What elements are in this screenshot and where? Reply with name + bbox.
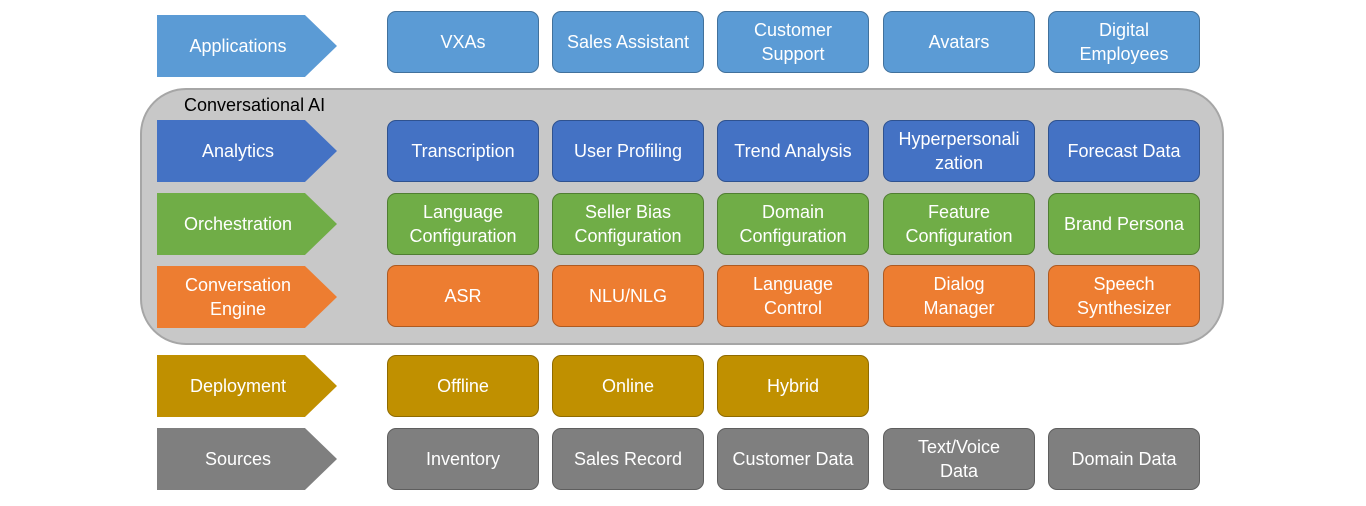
box-orchestration-1: Language Configuration xyxy=(387,193,539,255)
box-analytics-1: Transcription xyxy=(387,120,539,182)
row-arrow-conversation-engine: Conversation Engine xyxy=(157,266,337,328)
box-conversation-engine-2: NLU/NLG xyxy=(552,265,704,327)
row-label: Conversation Engine xyxy=(184,275,292,319)
box-applications-5: Digital Employees xyxy=(1048,11,1200,73)
box-conversation-engine-5: Speech Synthesizer xyxy=(1048,265,1200,327)
box-conversation-engine-1: ASR xyxy=(387,265,539,327)
row-label: Sources xyxy=(204,449,272,469)
box-applications-3: Customer Support xyxy=(717,11,869,73)
box-analytics-2: User Profiling xyxy=(552,120,704,182)
row-label: Orchestration xyxy=(183,214,293,234)
row-arrow-orchestration: Orchestration xyxy=(157,193,337,255)
row-arrow-applications: Applications xyxy=(157,15,337,77)
box-applications-2: Sales Assistant xyxy=(552,11,704,73)
box-analytics-3: Trend Analysis xyxy=(717,120,869,182)
box-conversation-engine-3: Language Control xyxy=(717,265,869,327)
box-sources-5: Domain Data xyxy=(1048,428,1200,490)
box-deployment-1: Offline xyxy=(387,355,539,417)
box-orchestration-2: Seller Bias Configuration xyxy=(552,193,704,255)
box-analytics-4: Hyperpersonali zation xyxy=(883,120,1035,182)
box-applications-1: VXAs xyxy=(387,11,539,73)
box-deployment-2: Online xyxy=(552,355,704,417)
box-orchestration-3: Domain Configuration xyxy=(717,193,869,255)
box-deployment-3: Hybrid xyxy=(717,355,869,417)
conversational-ai-label: Conversational AI xyxy=(184,95,326,115)
row-arrow-analytics: Analytics xyxy=(157,120,337,182)
box-applications-4: Avatars xyxy=(883,11,1035,73)
row-arrow-sources: Sources xyxy=(157,428,337,490)
box-analytics-5: Forecast Data xyxy=(1048,120,1200,182)
box-sources-1: Inventory xyxy=(387,428,539,490)
row-label: Applications xyxy=(189,36,287,56)
row-label: Deployment xyxy=(189,376,287,396)
box-sources-4: Text/Voice Data xyxy=(883,428,1035,490)
box-conversation-engine-4: Dialog Manager xyxy=(883,265,1035,327)
box-sources-2: Sales Record xyxy=(552,428,704,490)
box-orchestration-4: Feature Configuration xyxy=(883,193,1035,255)
box-sources-3: Customer Data xyxy=(717,428,869,490)
row-arrow-deployment: Deployment xyxy=(157,355,337,417)
box-orchestration-5: Brand Persona xyxy=(1048,193,1200,255)
row-label: Analytics xyxy=(201,141,275,161)
